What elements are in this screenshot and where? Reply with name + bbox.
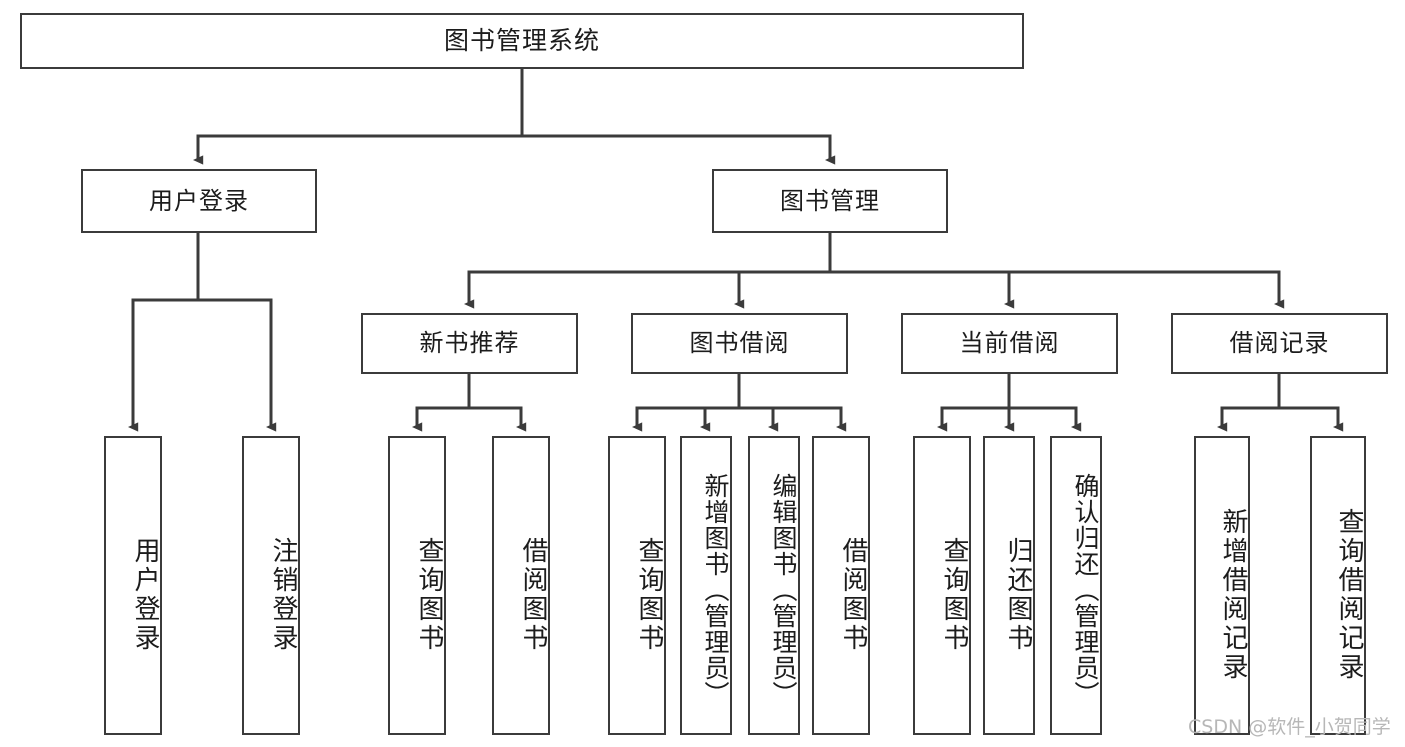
node-leaf-edit-book[interactable]: 编辑图书（管理员） (748, 436, 800, 735)
node-leaf-query-record[interactable]: 查询借阅记录 (1310, 436, 1366, 735)
node-leaf-query-book-1[interactable]: 查询图书 (388, 436, 446, 735)
node-current-borrow[interactable]: 当前借阅 (901, 313, 1118, 374)
node-new-book-recommend[interactable]: 新书推荐 (361, 313, 578, 374)
csdn-watermark: CSDN @软件_小贺同学 (1188, 716, 1391, 738)
node-leaf-add-record[interactable]: 新增借阅记录 (1194, 436, 1250, 735)
node-leaf-return-book[interactable]: 归还图书 (983, 436, 1035, 735)
node-borrow-record[interactable]: 借阅记录 (1171, 313, 1388, 374)
node-book-management[interactable]: 图书管理 (712, 169, 948, 233)
node-leaf-add-book[interactable]: 新增图书（管理员） (680, 436, 732, 735)
node-leaf-user-login[interactable]: 用户登录 (104, 436, 162, 735)
node-leaf-logout[interactable]: 注销登录 (242, 436, 300, 735)
node-leaf-query-book-2[interactable]: 查询图书 (608, 436, 666, 735)
node-leaf-query-book-3[interactable]: 查询图书 (913, 436, 971, 735)
node-book-borrow[interactable]: 图书借阅 (631, 313, 848, 374)
node-root[interactable]: 图书管理系统 (20, 13, 1024, 69)
node-leaf-confirm-return[interactable]: 确认归还（管理员） (1050, 436, 1102, 735)
node-leaf-borrow-book-1[interactable]: 借阅图书 (492, 436, 550, 735)
node-leaf-borrow-book-2[interactable]: 借阅图书 (812, 436, 870, 735)
node-user-login[interactable]: 用户登录 (81, 169, 317, 233)
